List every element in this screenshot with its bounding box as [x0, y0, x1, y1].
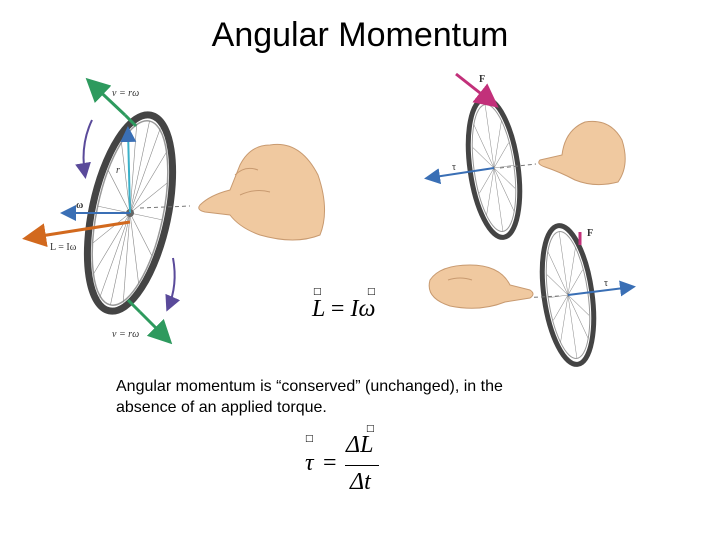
- eq2-denominator: Δt: [350, 469, 371, 495]
- left-hand: [198, 143, 325, 241]
- label-torque-top: τ: [452, 162, 457, 173]
- label-angular-momentum: L = Iω: [50, 242, 77, 253]
- eq1-L: L: [312, 296, 325, 322]
- label-torque-bottom: τ: [604, 278, 609, 289]
- right-bottom-hand: [428, 264, 534, 309]
- vector-mark-L2: □: [366, 424, 375, 434]
- eq1-equals: =: [330, 296, 345, 322]
- eq1-omega: ω: [358, 296, 376, 322]
- vector-mark-tau: □: [305, 434, 314, 444]
- conservation-statement: Angular momentum is “conserved” (unchang…: [116, 376, 576, 418]
- label-force-bottom: F: [587, 228, 594, 239]
- label-force-top: F: [479, 74, 486, 85]
- eq2-numerator: ΔL: [346, 432, 374, 458]
- force-arrow-top: [455, 72, 499, 108]
- label-r: r: [116, 165, 120, 176]
- label-v-top: v = rω: [112, 88, 140, 99]
- angular-momentum-arrow: [22, 220, 131, 248]
- rotation-arrow-left: [75, 119, 93, 179]
- eq2-equals: =: [323, 450, 337, 476]
- label-v-bottom: v = rω: [112, 329, 140, 340]
- vector-mark-L: □: [313, 287, 322, 297]
- page-title: Angular Momentum: [211, 16, 509, 54]
- statement-line-2: absence of an applied torque.: [116, 399, 327, 416]
- vector-mark-omega: □: [367, 287, 376, 297]
- velocity-arrow-bottom: [138, 310, 173, 345]
- equation-angular-momentum: L = Iω: [312, 296, 375, 323]
- right-top-hand: [538, 120, 626, 186]
- velocity-arrow-top: [85, 77, 127, 117]
- eq2-tau: τ: [305, 450, 314, 476]
- statement-line-1: Angular momentum is “conserved” (unchang…: [116, 378, 503, 395]
- torque-arrow-bottom: [567, 280, 636, 297]
- radius-arrow: [120, 126, 137, 214]
- torque-arrow-top: [424, 167, 495, 185]
- left-bicycle-wheel: [83, 111, 177, 315]
- eq1-I: I: [350, 296, 359, 322]
- label-omega: ω: [76, 200, 84, 211]
- rotation-arrow-right: [165, 257, 181, 312]
- fraction-bar: [345, 465, 379, 466]
